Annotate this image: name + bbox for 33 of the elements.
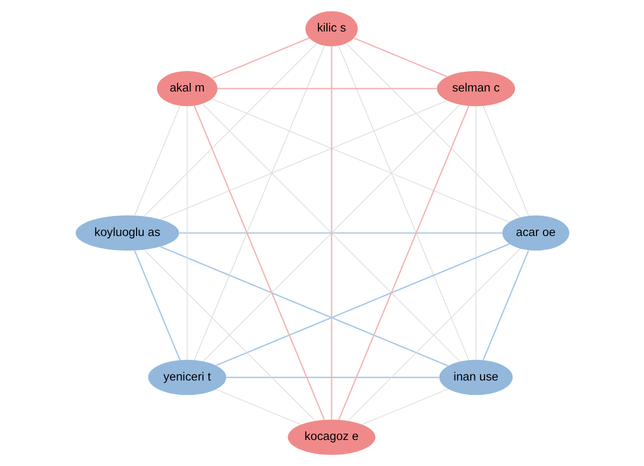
connector xyxy=(215,388,301,425)
connector xyxy=(134,106,180,216)
node-ellipse: koyluoglu as xyxy=(75,215,179,251)
connector xyxy=(160,246,448,366)
connector xyxy=(361,388,448,425)
connector xyxy=(338,106,469,420)
connector xyxy=(186,106,188,360)
connector xyxy=(143,249,315,421)
connector xyxy=(346,43,520,218)
connector xyxy=(226,376,439,378)
connector xyxy=(353,38,447,78)
connector xyxy=(347,248,520,422)
node-ellipse: kocagoz e xyxy=(287,420,375,455)
connector xyxy=(160,100,447,220)
connector xyxy=(211,98,510,222)
connector xyxy=(178,232,502,234)
connector xyxy=(211,37,309,79)
node-ellipse: kilic s xyxy=(304,11,358,46)
node-ellipse: acar oe xyxy=(502,215,569,251)
connector xyxy=(330,46,332,420)
connector xyxy=(193,106,324,420)
connector xyxy=(482,250,529,360)
connector xyxy=(482,106,528,216)
connector xyxy=(194,46,324,360)
node-ellipse: selman c xyxy=(436,70,515,106)
connector xyxy=(338,46,469,360)
connector xyxy=(215,243,510,366)
node-ellipse: inan use xyxy=(438,360,512,396)
node-ellipse: yeniceri t xyxy=(148,360,226,396)
connector xyxy=(217,88,436,90)
connector xyxy=(143,43,317,217)
connector xyxy=(134,250,180,360)
node-ellipse: akal m xyxy=(156,70,217,106)
